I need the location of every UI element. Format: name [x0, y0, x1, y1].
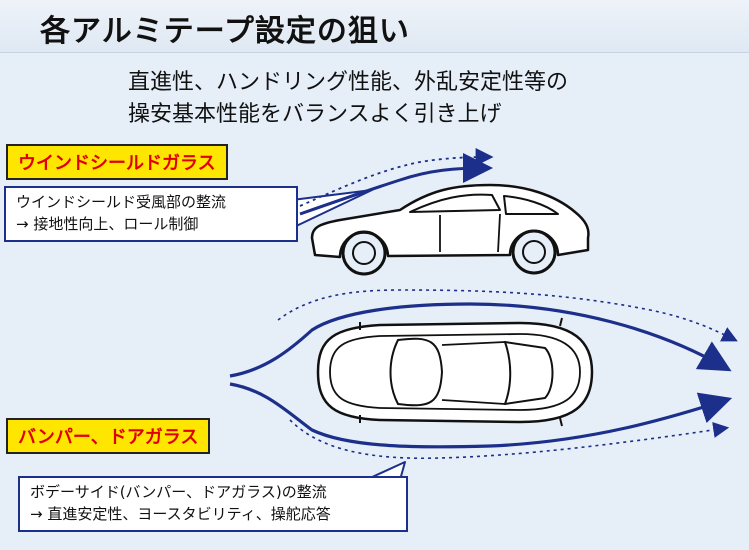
windshield-label: ウインドシールドガラス: [6, 144, 228, 180]
subtitle-line-1: 直進性、ハンドリング性能、外乱安定性等の: [128, 70, 569, 95]
windshield-callout-line-2: → 接地性向上、ロール制御: [16, 214, 199, 233]
bumper-label: バンパー、ドアガラス: [6, 418, 211, 454]
car-top-view-icon: [316, 317, 594, 427]
title-bar: [0, 0, 749, 53]
upper-side-flow-arrow: [229, 302, 732, 378]
windshield-flow-arrow: [299, 153, 493, 216]
bumper-callout-line-2: → 直進安定性、ヨースタビリティ、操舵応答: [30, 504, 331, 523]
car-side-view-icon: [310, 183, 590, 276]
lower-outer-dotted-flow-arrow: [289, 419, 730, 460]
windshield-flow-dotted-arrow: [299, 148, 494, 207]
windshield-callout-line-1: ウインドシールド受風部の整流: [16, 193, 227, 211]
bumper-callout: ボデーサイド(バンパー、ドアガラス)の整流 → 直進安定性、ヨースタビリティ、操…: [18, 476, 408, 532]
bumper-callout-line-1: ボデーサイド(バンパー、ドアガラス)の整流: [30, 483, 327, 501]
subtitle-line-2: 操安基本性能をバランスよく引き上げ: [128, 102, 502, 127]
slide-title: 各アルミテープ設定の狙い: [40, 14, 410, 49]
lower-side-flow-arrow: [229, 382, 733, 449]
windshield-callout: ウインドシールド受風部の整流 → 接地性向上、ロール制御: [4, 186, 298, 242]
upper-outer-dotted-flow-arrow: [277, 289, 738, 342]
